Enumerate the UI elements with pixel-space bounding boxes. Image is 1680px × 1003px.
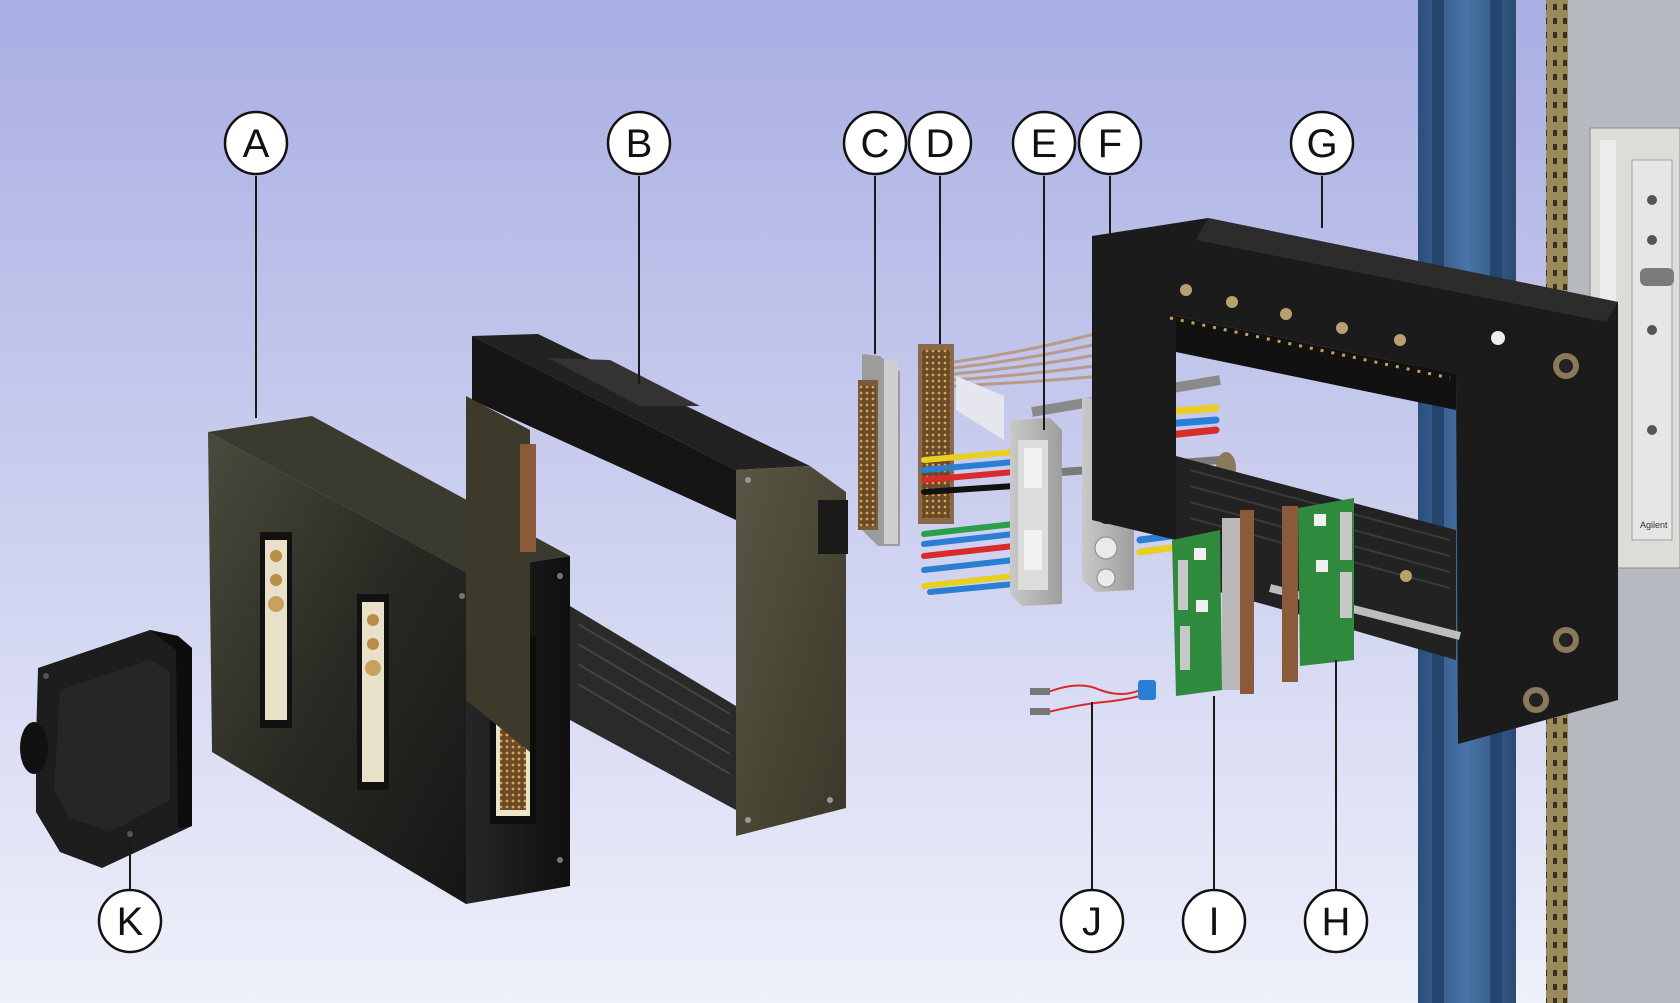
callout-letter-b: B bbox=[626, 122, 653, 166]
callout-circle-b bbox=[606, 110, 672, 176]
callout-h: H bbox=[1303, 888, 1369, 954]
callout-circle-j bbox=[1059, 888, 1125, 954]
callout-letter-h: H bbox=[1322, 900, 1351, 944]
callout-letter-k: K bbox=[117, 900, 144, 944]
callout-f: F bbox=[1077, 110, 1143, 176]
callout-letter-f: F bbox=[1098, 122, 1122, 166]
callout-letter-e: E bbox=[1031, 122, 1058, 166]
part-c-connector bbox=[858, 354, 900, 546]
callout-b: B bbox=[606, 110, 672, 176]
part-i-pcb bbox=[1172, 510, 1254, 696]
leader-lines bbox=[129, 176, 1337, 896]
callout-c: C bbox=[842, 110, 908, 176]
callout-k: K bbox=[97, 888, 163, 954]
part-d-connector-cables bbox=[918, 324, 1125, 595]
part-b-frame bbox=[466, 334, 848, 836]
part-j-fiber-cable bbox=[1030, 680, 1156, 715]
callout-g: G bbox=[1289, 110, 1355, 176]
callout-j: J bbox=[1059, 888, 1125, 954]
callout-i: I bbox=[1181, 888, 1247, 954]
part-h-pcb bbox=[1282, 498, 1354, 682]
callout-circle-a bbox=[223, 110, 289, 176]
part-e-insert bbox=[1010, 418, 1062, 606]
callout-letter-c: C bbox=[861, 122, 890, 166]
callout-circle-d bbox=[907, 110, 973, 176]
callout-circle-c bbox=[842, 110, 908, 176]
part-k-cover bbox=[20, 630, 192, 868]
callout-letter-a: A bbox=[243, 122, 270, 166]
callout-letter-i: I bbox=[1208, 900, 1219, 944]
callout-circle-k bbox=[97, 888, 163, 954]
callout-circle-h bbox=[1303, 888, 1369, 954]
rack-brand-label: Agilent bbox=[1640, 520, 1668, 530]
callout-circle-e bbox=[1011, 110, 1077, 176]
callout-circle-i bbox=[1181, 888, 1247, 954]
callout-circle-f bbox=[1077, 110, 1143, 176]
callout-letter-d: D bbox=[926, 122, 955, 166]
callout-circle-g bbox=[1289, 110, 1355, 176]
callout-letter-g: G bbox=[1306, 122, 1337, 166]
callout-a: A bbox=[223, 110, 289, 176]
callout-letter-j: J bbox=[1082, 900, 1102, 944]
callout-d: D bbox=[907, 110, 973, 176]
callout-e: E bbox=[1011, 110, 1077, 176]
